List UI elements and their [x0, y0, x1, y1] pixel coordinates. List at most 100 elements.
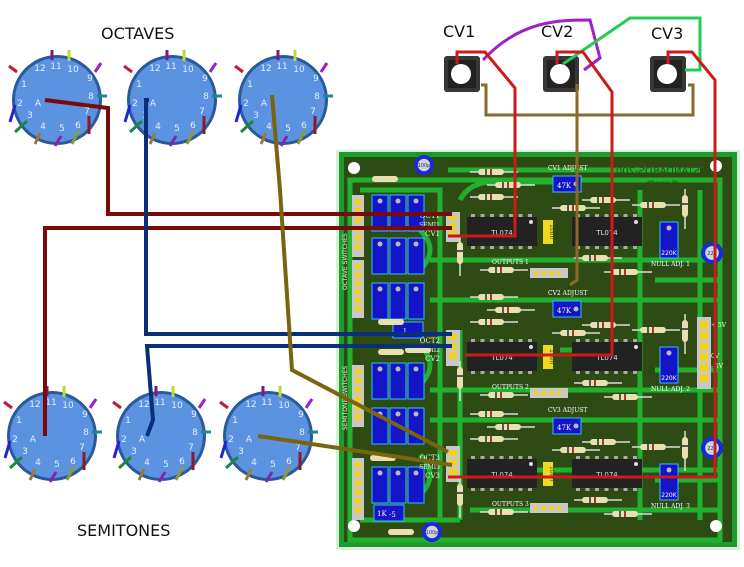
resistor-band: [572, 330, 574, 336]
wires: [43, 16, 717, 479]
resistor-band: [589, 255, 591, 261]
header-pin: [534, 391, 539, 395]
adjust-trimmer: [552, 175, 582, 193]
switch-position-label: 7: [188, 443, 194, 453]
ic-pin: [595, 214, 599, 217]
ic-pin: [595, 456, 599, 459]
resistor-band: [502, 307, 504, 313]
resistor-band: [597, 197, 599, 203]
ic-label: TL074: [595, 354, 618, 362]
capacitor-label: 100n: [548, 224, 555, 239]
trimmer-screw: [413, 241, 419, 247]
ic-pin: [585, 246, 590, 249]
switch-position-label: 8: [314, 92, 320, 102]
resistor: [682, 320, 688, 342]
resistor-band: [567, 330, 569, 336]
adjust-trimmer-value: 47K: [557, 307, 572, 315]
ic-pin: [528, 371, 532, 374]
wire-cv2: [465, 50, 614, 357]
switch-position-label: 5: [174, 124, 180, 134]
null-trimmer: [659, 463, 679, 501]
header-pin: [549, 391, 554, 395]
switch-position-label: 1: [125, 416, 131, 426]
header-pin: [355, 387, 361, 393]
resistor-band: [485, 411, 487, 417]
capacitor-100p-bottom-top: [425, 525, 439, 539]
switch-position-label: 10: [62, 401, 74, 411]
trimmer-screw: [395, 241, 401, 247]
switch-terminal-wire: [174, 465, 185, 481]
resistor-band: [619, 394, 621, 400]
switch-position-label: 4: [40, 122, 46, 132]
switch-pole-label: A: [246, 435, 253, 445]
ic-pin: [528, 488, 532, 491]
switch-terminal-wire: [3, 440, 12, 459]
switch-position-label: 2: [243, 99, 249, 109]
trimmer: [389, 362, 407, 400]
ic-pin: [490, 456, 494, 459]
ic-pin: [604, 246, 609, 249]
resistor-band: [490, 436, 492, 442]
resistor-band: [502, 182, 504, 188]
resistor-band: [652, 327, 654, 333]
resistor-band: [682, 203, 688, 205]
resistor-band: [490, 169, 492, 175]
trimmer-screw: [573, 306, 579, 312]
ic-tl074: [467, 217, 537, 246]
switch-position-label: 1: [247, 80, 253, 90]
resistor: [457, 367, 463, 389]
mounting-hole: [710, 520, 722, 532]
outputs-label: OUTPUTS 2: [492, 384, 529, 391]
ic-pin: [518, 456, 523, 459]
jack-cv2: [543, 56, 579, 92]
outputs-label: OUTPUTS 3: [492, 501, 529, 508]
ic-pin: [604, 339, 609, 342]
resistor-band: [682, 328, 688, 330]
trimmer-screw: [395, 198, 401, 204]
switch-position-label: 6: [70, 457, 76, 467]
octaves-heading: OCTAVES: [101, 24, 175, 43]
switch-terminal-wire: [234, 64, 244, 74]
power-minus-label: - 5V: [711, 363, 724, 370]
header-pin: [700, 353, 708, 361]
switch-position-label: 1: [136, 80, 142, 90]
ic-pin: [576, 339, 580, 342]
switch-position-label: 9: [298, 410, 304, 420]
jack-cv1: [444, 56, 480, 92]
trimmer-screw: [377, 198, 383, 204]
ic-pin: [509, 214, 513, 217]
switch-position-label: 8: [203, 92, 209, 102]
switch-position-label: 10: [67, 65, 79, 75]
switch-terminal-wire: [70, 129, 81, 145]
resistor-band: [602, 439, 604, 445]
switch-position-label: 8: [299, 428, 305, 438]
switch-position-label: 10: [171, 401, 183, 411]
ic-pin: [623, 488, 628, 491]
null-adj-label: NULL ADJ. 3: [651, 503, 690, 510]
ic-pin: [499, 488, 504, 491]
resistor: [378, 349, 404, 355]
ic-pin: [518, 214, 523, 217]
ic-label: TL074: [490, 354, 513, 362]
resistor-band: [624, 269, 626, 275]
switch-position-label: 2: [121, 435, 127, 445]
wire-oct2: [144, 98, 452, 336]
ic-pin: [499, 371, 504, 374]
ic-label: TL074: [595, 471, 618, 479]
trimmer: [371, 282, 389, 320]
ic-pin: [528, 246, 532, 249]
capacitor-label: 100p: [418, 163, 431, 169]
resistor: [457, 242, 463, 264]
header-pin: [700, 363, 708, 372]
capacitor-100n: [543, 462, 553, 486]
ic-pin: [518, 371, 523, 374]
wire-oct3: [270, 94, 449, 454]
null-trimmer: [659, 346, 679, 384]
ic-pin: [604, 488, 609, 491]
cv-adjust-label: CV2 ADJUST: [548, 290, 587, 297]
ic-pin: [471, 488, 475, 491]
capacitor-label: 100p: [426, 530, 439, 536]
